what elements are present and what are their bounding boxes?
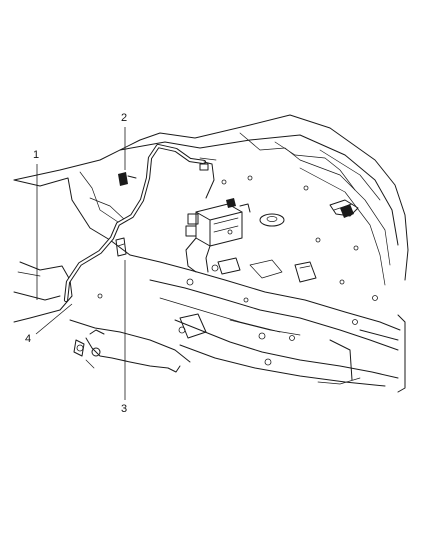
abs-module [185,198,251,273]
brake-tube [63,143,217,303]
brake-fitting [115,172,354,257]
callout-4: 4 [25,333,32,345]
frame-rails [129,254,406,393]
callout-1: 1 [33,149,40,161]
mounting-holes [76,175,378,366]
callout-leaders [35,127,126,400]
cowl-panel [13,114,409,286]
callout-2: 2 [121,112,128,124]
callout-3: 3 [121,403,128,415]
sensor-harness [73,329,181,373]
